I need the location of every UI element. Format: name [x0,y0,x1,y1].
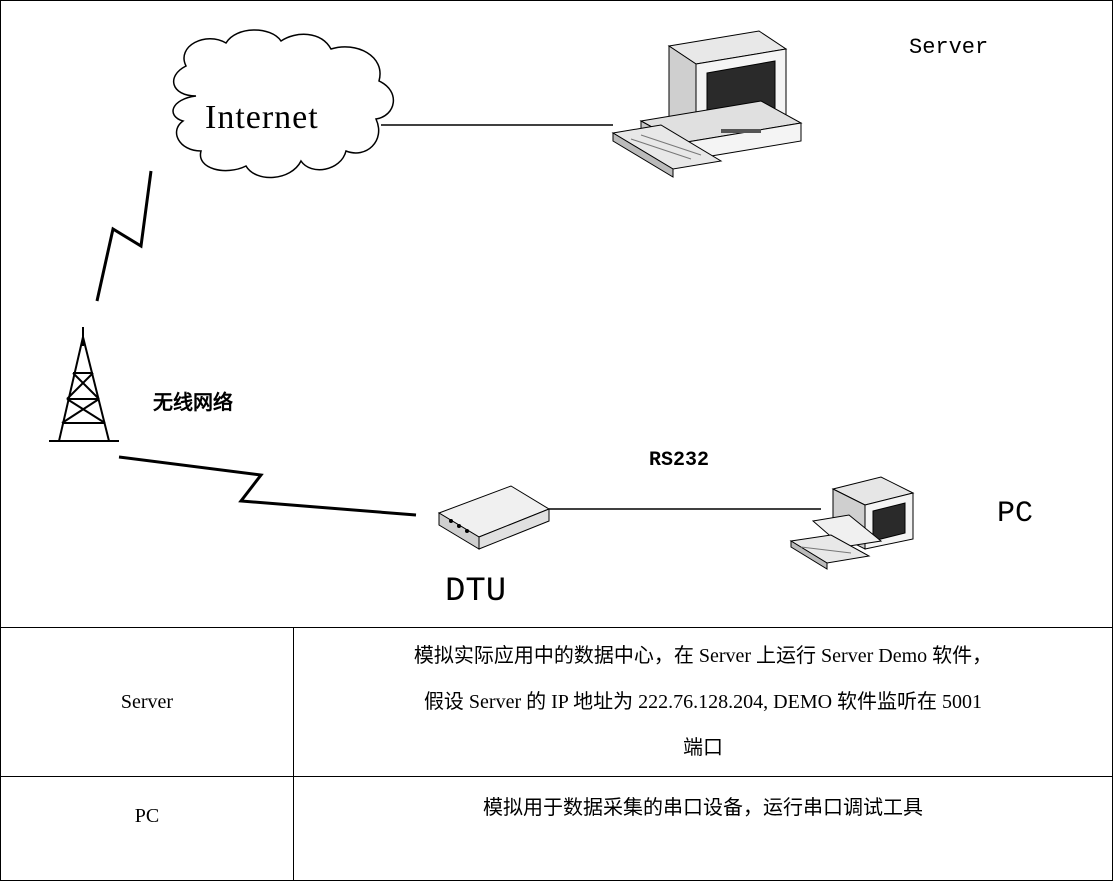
wireless-link-upper [95,170,153,302]
internet-label: Internet [205,99,319,136]
device-name-cell: PC [0,776,294,881]
description-line: 端口 [683,737,723,759]
dtu-device-icon [437,485,551,550]
device-description-cell: 模拟实际应用中的数据中心，在 Server 上运行 Server Demo 软件… [293,627,1113,777]
wireless-link-lower [118,455,417,517]
description-line: 模拟实际应用中的数据中心，在 Server 上运行 Server Demo 软件… [413,645,993,667]
wireless-network-label: 无线网络 [153,393,233,416]
description-line: 假设 Server 的 IP 地址为 222.76.128.204, DEMO … [423,691,983,713]
cell-tower-icon [49,327,119,442]
table-row: Server 模拟实际应用中的数据中心，在 Server 上运行 Server … [0,627,1113,777]
device-description-cell: 模拟用于数据采集的串口设备，运行串口调试工具 [293,776,1113,881]
device-description-table: Server 模拟实际应用中的数据中心，在 Server 上运行 Server … [0,627,1113,881]
pc-label: PC [997,497,1034,531]
server-computer-icon [611,30,803,178]
rs232-label: RS232 [649,449,710,472]
network-diagram: Internet Server 无线网络 RS232 DTU PC [0,0,1113,628]
pc-computer-icon [789,476,915,570]
server-label: Server [909,35,989,60]
description-line: 模拟用于数据采集的串口设备，运行串口调试工具 [483,797,923,819]
dtu-label: DTU [445,573,507,611]
table-row: PC 模拟用于数据采集的串口设备，运行串口调试工具 [0,776,1113,881]
device-name-cell: Server [0,627,294,777]
diagram-canvas [49,29,915,570]
internet-cloud-icon [172,29,395,179]
